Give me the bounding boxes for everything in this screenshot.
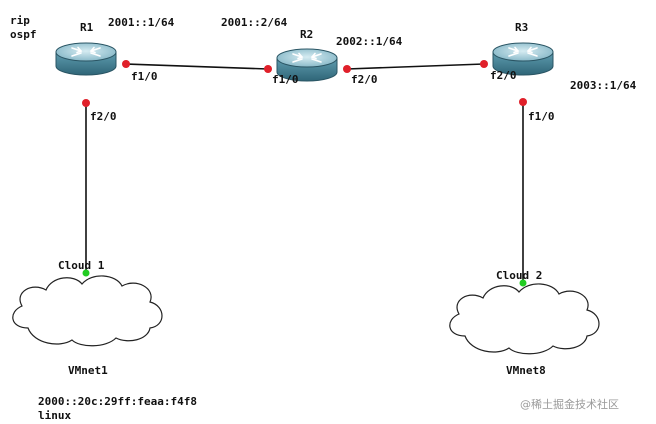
watermark-text: @稀土掘金技术社区	[520, 397, 619, 411]
address-r2-f2: 2002::1/64	[336, 35, 403, 48]
router-r3-label: R3	[515, 21, 528, 34]
interface-r1-f1-label: f1/0	[131, 70, 158, 83]
interface-r3-f1-label: f1/0	[528, 110, 555, 123]
router-r1-label: R1	[80, 21, 94, 34]
port-dot-r1-f1	[122, 60, 130, 68]
router-r1[interactable]	[55, 42, 117, 76]
port-dot-r3-f2	[480, 60, 488, 68]
interface-r2-f1-label: f1/0	[272, 73, 299, 86]
host-os-label: linux	[38, 409, 71, 422]
vmnet1-label: VMnet1	[68, 364, 108, 377]
port-dot-cloud2	[519, 279, 527, 287]
protocol-ospf-label: ospf	[10, 28, 37, 41]
port-dot-r3-f1	[519, 98, 527, 106]
protocol-rip-label: rip	[10, 14, 30, 27]
address-r3-f1: 2003::1/64	[570, 79, 637, 92]
link-r1-r2	[125, 63, 269, 70]
port-dot-cloud1	[82, 269, 90, 277]
port-dot-r2-f2	[343, 65, 351, 73]
port-dot-r2-f1	[264, 65, 272, 73]
interface-r1-f2-label: f2/0	[90, 110, 117, 123]
cloud-1-label: Cloud 1	[58, 259, 105, 272]
link-r2-r3	[346, 63, 485, 70]
router-r2-label: R2	[300, 28, 313, 41]
host-address-label: 2000::20c:29ff:feaa:f4f8	[38, 395, 197, 408]
port-dot-r1-f2	[82, 99, 90, 107]
cloud-2-label: Cloud 2	[496, 269, 542, 282]
interface-r2-f2-label: f2/0	[351, 73, 378, 86]
address-r2-f1: 2001::2/64	[221, 16, 288, 29]
cloud-2[interactable]	[449, 283, 600, 355]
cloud-1[interactable]	[12, 275, 163, 347]
interface-r3-f2-label: f2/0	[490, 69, 517, 82]
address-r1-f1: 2001::1/64	[108, 16, 175, 29]
vmnet8-label: VMnet8	[506, 364, 546, 377]
